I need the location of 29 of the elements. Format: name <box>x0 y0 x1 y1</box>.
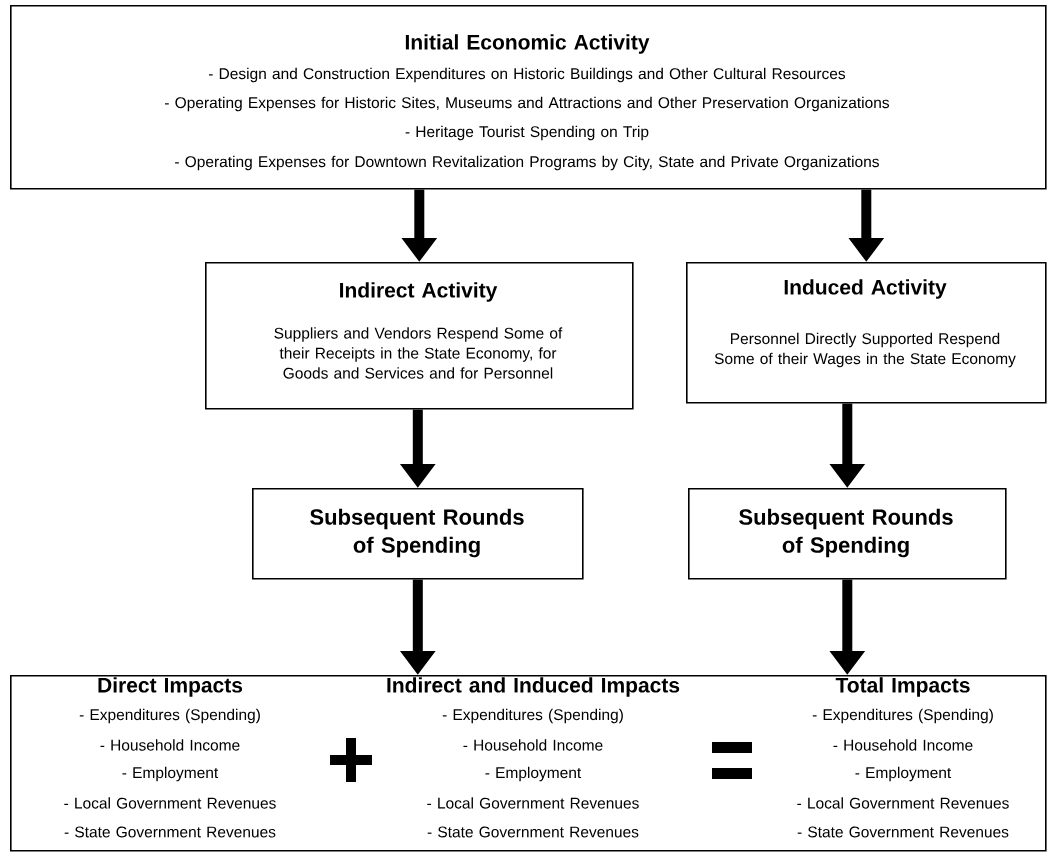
box-heading: Indirect and Induced Impacts <box>387 677 680 697</box>
box-text: - State Government Revenues <box>797 826 1009 838</box>
box-heading: Total Impacts <box>835 677 970 697</box>
box-text: - Household Income <box>463 739 603 751</box>
box-title: Subsequent Rounds of Spending <box>739 508 953 558</box>
box-text: - Household Income <box>100 739 240 751</box>
box-text: - Local Government Revenues <box>797 797 1009 809</box>
box-text: Suppliers and Vendors Respend Some of their Receipts in the State Economy, for Goods and Services and for Personnel <box>274 327 563 379</box>
box-text: Personnel Directly Supported Respend Some of their Wages in the State Economy <box>714 332 1016 368</box>
box-text: - Household Income <box>833 739 973 751</box>
box-text: - Heritage Tourist Spending on Trip <box>405 125 649 141</box>
box-text: - Design and Construction Expenditures on Historic Buildings and Other Cultural Resources <box>208 67 846 83</box>
box-text: - Expenditures (Spending) <box>79 708 260 724</box>
box-text: - Operating Expenses for Downtown Revitalization Programs by City, State and Private Organizations <box>175 155 879 171</box>
box-heading: Indirect Activity <box>340 282 498 302</box>
box-text: - Employment <box>485 766 582 782</box>
box-text: - State Government Revenues <box>427 826 639 838</box>
box-text: - Employment <box>122 766 219 782</box>
box-text: - Expenditures (Spending) <box>442 708 623 724</box>
box-heading: Induced Activity <box>784 279 947 299</box>
box-text: - Employment <box>855 766 952 782</box>
box-text: - State Government Revenues <box>64 826 276 838</box>
box-heading: Initial Economic Activity <box>405 34 650 54</box>
box-text: - Expenditures (Spending) <box>812 708 993 724</box>
box-text: - Local Government Revenues <box>427 797 639 809</box>
box-title: Subsequent Rounds of Spending <box>310 508 524 558</box>
box-text: - Local Government Revenues <box>64 797 276 809</box>
box-heading: Direct Impacts <box>98 677 243 697</box>
box-text: - Operating Expenses for Historic Sites, Museums and Attractions and Other Preservation Organizations <box>165 96 889 112</box>
